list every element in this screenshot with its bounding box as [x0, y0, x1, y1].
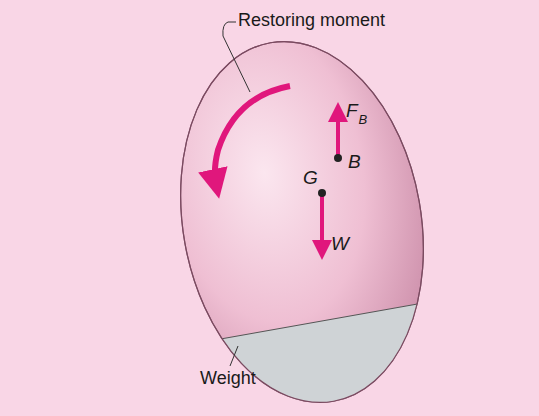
part-label: Weight [200, 369, 256, 389]
center-of-buoyancy [334, 154, 342, 162]
moment-label: Restoring moment [238, 11, 385, 31]
floating-body [153, 22, 451, 416]
force-symbol: W [331, 234, 349, 255]
force-subscript: B [359, 113, 368, 127]
force-symbol: F [346, 101, 358, 122]
center-of-gravity [318, 189, 326, 197]
point-label: G [303, 168, 318, 189]
weight-segment [170, 300, 440, 416]
moment-arrow [215, 86, 290, 184]
weight-arrow [320, 195, 324, 250]
leader-line [230, 346, 238, 366]
point-label: B [348, 152, 361, 173]
body-outline [153, 22, 451, 416]
buoyancy-arrow [336, 112, 340, 156]
leader-line [223, 22, 250, 92]
